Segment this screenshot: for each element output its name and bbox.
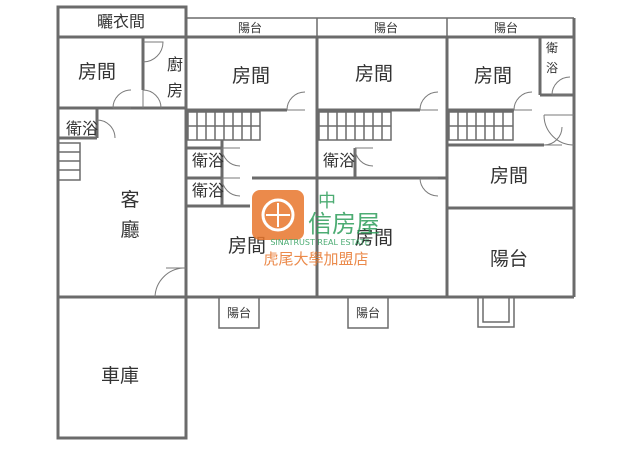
label-bath-u1-a: 衛浴 (192, 151, 224, 170)
label-room-u2-bottom: 房間 (355, 227, 393, 249)
label-room-u3-top: 房間 (474, 65, 512, 87)
label-room-u1-bottom: 房間 (228, 235, 266, 257)
watermark-logo-icon (252, 190, 304, 240)
label-kitchen-1: 廚 (167, 55, 183, 74)
label-balcony-top-2: 陽台 (374, 20, 398, 35)
label-room-top-left: 房間 (78, 61, 116, 83)
label-bath-u3-2: 浴 (546, 61, 558, 75)
label-balcony-u3: 陽台 (490, 248, 528, 270)
stairs (57, 111, 514, 181)
label-bath-u2: 衛浴 (323, 151, 355, 170)
label-balcony-bottom-2: 陽台 (356, 305, 380, 320)
label-room-u3-mid: 房間 (490, 165, 528, 187)
label-garage: 車庫 (101, 365, 139, 387)
label-room-u1-top: 房間 (232, 65, 270, 87)
stairs-unit3 (448, 111, 514, 141)
room-labels: 曬衣間 房間 廚 房 衛浴 客 廳 車庫 陽台 陽台 陽台 房間 房間 房間 衛… (66, 12, 558, 387)
label-balcony-top-1: 陽台 (238, 20, 262, 35)
label-kitchen-2: 房 (167, 81, 183, 100)
label-bath-u3-1: 衛 (546, 41, 558, 55)
stairs-unit1 (187, 111, 261, 141)
label-living-2: 廳 (120, 219, 139, 241)
watermark-line4: 虎尾大學加盟店 (263, 250, 368, 268)
stairs-unit2 (318, 111, 392, 141)
watermark-line2: 信房屋 (308, 210, 380, 238)
watermark-line3: SINATRUST REAL ESTATE (270, 238, 369, 247)
stairs-left (57, 142, 81, 181)
walls (56, 5, 576, 440)
watermark: 中 信房屋 SINATRUST REAL ESTATE 虎尾大學加盟店 (252, 190, 380, 268)
label-closet: 曬衣間 (97, 12, 145, 31)
label-balcony-bottom-1: 陽台 (227, 305, 251, 320)
label-balcony-top-3: 陽台 (494, 20, 518, 35)
watermark-line1: 中 (318, 191, 336, 212)
label-living-1: 客 (120, 189, 139, 211)
label-bath-u1-b: 衛浴 (192, 181, 224, 200)
doors (96, 41, 575, 298)
label-room-u2-top: 房間 (355, 63, 393, 85)
label-bath-left: 衛浴 (66, 119, 98, 138)
